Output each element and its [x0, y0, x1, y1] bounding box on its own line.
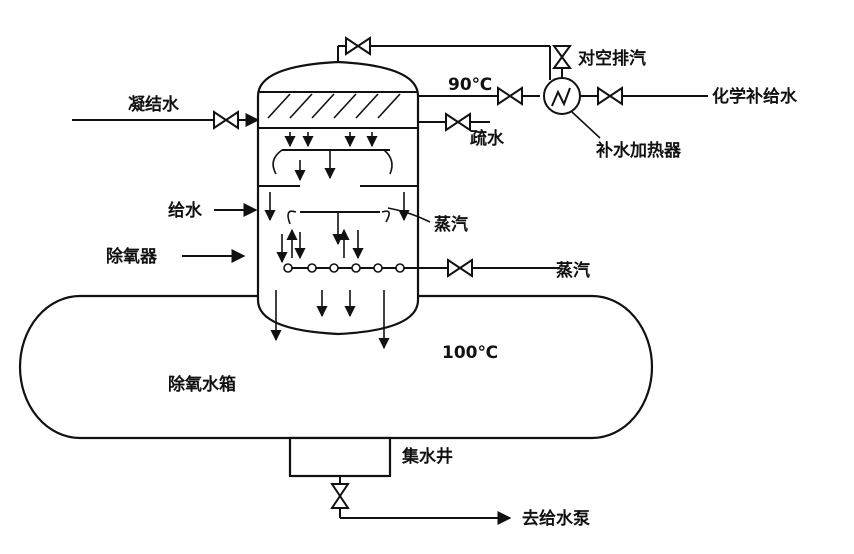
- makeup-heater-icon: [543, 77, 581, 115]
- condensate-valve-icon[interactable]: [213, 110, 239, 130]
- vent-valve-icon[interactable]: [345, 36, 371, 56]
- label-deaerator-tank: 除氧水箱: [168, 374, 236, 395]
- drain-valve-icon[interactable]: [445, 112, 471, 132]
- label-steam-inlet: 蒸汽: [556, 260, 590, 281]
- label-makeup-heater: 补水加热器: [595, 140, 682, 161]
- label-chemical-makeup: 化学补给水: [712, 86, 798, 107]
- label-feed-water: 给水: [168, 200, 203, 221]
- label-drain: 疏水: [470, 128, 505, 149]
- sump-box: [288, 436, 392, 478]
- label-to-feed-pump: 去给水泵: [522, 508, 590, 529]
- steam-inlet-valve-icon[interactable]: [447, 258, 473, 278]
- label-vent-to-air: 对空排汽: [578, 48, 646, 69]
- heater-return-valve-icon[interactable]: [497, 86, 523, 106]
- internal-flow-arrows: [264, 132, 410, 350]
- label-steam-inner: 蒸汽: [434, 214, 468, 235]
- label-sump: 集水井: [401, 446, 453, 467]
- label-temp-tank: 100℃: [442, 343, 498, 363]
- hatching: [267, 93, 401, 119]
- label-deaerator: 除氧器: [106, 246, 158, 267]
- label-temp-top: 90℃: [448, 75, 492, 95]
- heater-leader: [571, 111, 601, 139]
- chemical-makeup-valve-icon[interactable]: [597, 86, 623, 106]
- internal-trays: [258, 149, 418, 213]
- outlet-valve-icon[interactable]: [330, 483, 350, 509]
- sparger-holes: [283, 263, 405, 273]
- vent-to-air-valve-icon[interactable]: [552, 45, 572, 69]
- steam-inner-leader: [387, 207, 431, 223]
- label-condensate: 凝结水: [128, 94, 180, 115]
